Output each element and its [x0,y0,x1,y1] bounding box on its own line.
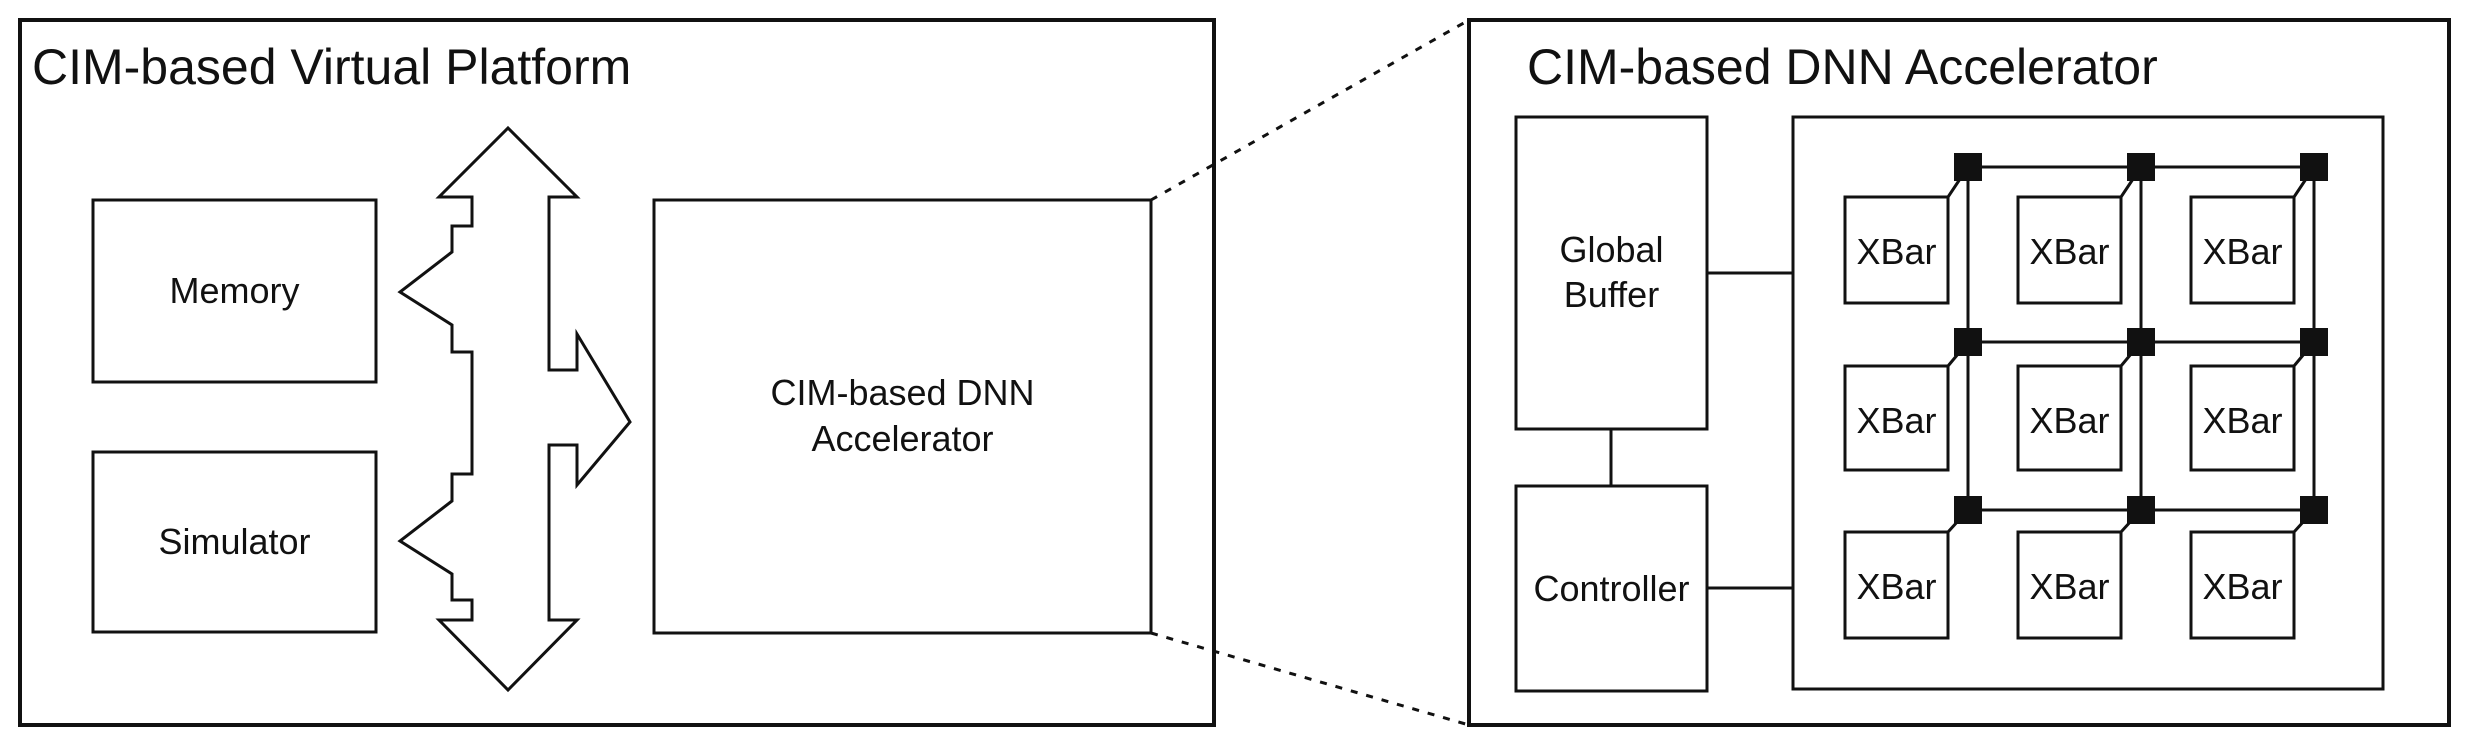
accelerator-block-label-line1: CIM-based DNN [770,372,1034,413]
memory-label: Memory [169,270,299,311]
xbar-tile [2016,195,2123,305]
xbar-tile [2189,195,2296,305]
xbar-label: XBar [1856,231,1936,272]
router-node [2300,153,2328,181]
memory-block [91,198,378,384]
xbar-label: XBar [1856,400,1936,441]
router-node [2127,496,2155,524]
xbar-tile [1843,195,1950,305]
xbar-tile [2189,364,2296,472]
global-buffer-label-line1: Global [1559,229,1663,270]
router-node [2300,328,2328,356]
router-node [2127,153,2155,181]
xbar-tile [2189,530,2296,640]
router-nodes [1954,153,2328,524]
zoom-line-top [1150,18,1470,202]
xbar-label: XBar [2029,231,2109,272]
xbar-label: XBar [2202,400,2282,441]
global-buffer-block [1514,115,1709,431]
xbar-label: XBar [2202,231,2282,272]
xbar-tile [1843,364,1950,472]
simulator-block [91,450,378,634]
xbar-label: XBar [2029,400,2109,441]
simulator-label: Simulator [158,521,310,562]
router-node [1954,153,1982,181]
router-node [1954,328,1982,356]
router-node [2127,328,2155,356]
xbar-tile [2016,530,2123,640]
router-node [2300,496,2328,524]
accelerator-detail-title: CIM-based DNN Accelerator [1527,39,2158,95]
virtual-platform-title: CIM-based Virtual Platform [32,39,631,95]
router-node [1954,496,1982,524]
xbar-label: XBar [2029,566,2109,607]
xbar-tile [2016,364,2123,472]
accelerator-block [652,198,1153,635]
xbar-label: XBar [1856,566,1936,607]
xbar-label: XBar [2202,566,2282,607]
global-buffer-label-line2: Buffer [1564,274,1659,315]
system-bus-arrow [397,125,632,693]
xbar-tile [1843,530,1950,640]
controller-label: Controller [1533,568,1689,609]
zoom-line-bottom [1150,631,1470,727]
accelerator-block-label-line2: Accelerator [811,418,993,459]
